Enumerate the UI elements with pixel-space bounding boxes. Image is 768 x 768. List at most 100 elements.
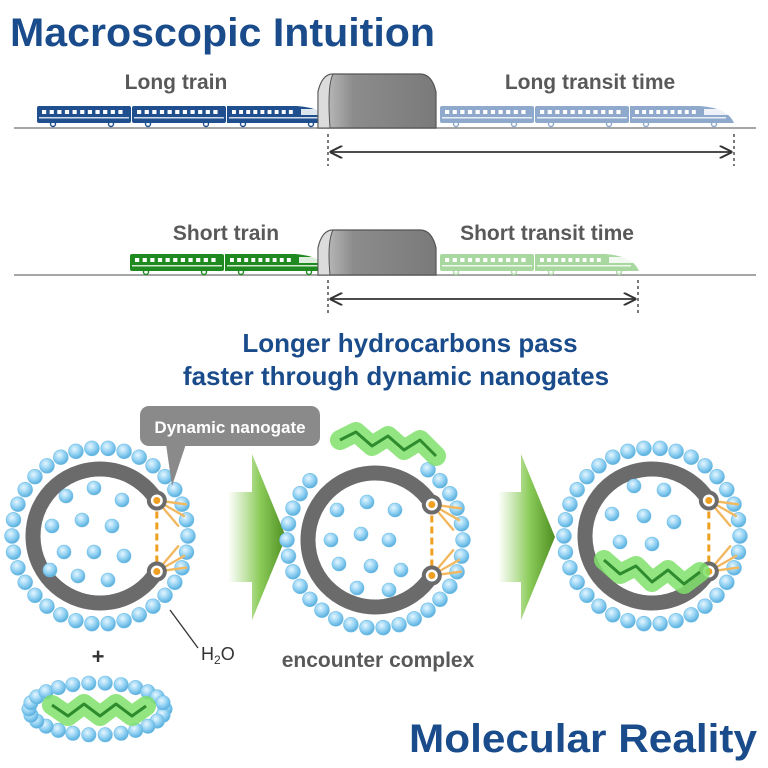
- water-molecule: [131, 449, 147, 465]
- water-molecule: [4, 528, 20, 544]
- water-molecule: [683, 449, 699, 465]
- water-molecule: [167, 574, 183, 591]
- water-molecule: [285, 564, 301, 580]
- pore-ring: [300, 465, 440, 615]
- water-molecule: [719, 574, 735, 591]
- water-molecule: [644, 536, 660, 552]
- water-molecule: [709, 469, 725, 485]
- pore-encounter-state: [279, 422, 471, 636]
- water-molecule: [381, 582, 397, 598]
- water-molecule: [652, 440, 668, 457]
- nanogate: [146, 490, 187, 582]
- water-molecule: [656, 482, 672, 498]
- water-molecule: [353, 526, 369, 542]
- water-molecule: [323, 532, 339, 548]
- short-transit-label: Short transit time: [460, 222, 634, 245]
- water-molecule: [100, 440, 116, 457]
- trainsMidLight-car-1: [440, 254, 534, 276]
- water-molecule: [329, 502, 345, 518]
- water-molecule: [302, 591, 318, 607]
- trainsMidLight-car-2: [535, 254, 639, 276]
- water-molecule: [65, 677, 81, 693]
- tunnel-bottom: [317, 229, 437, 276]
- water-molecule: [359, 494, 375, 510]
- water-molecule: [42, 562, 58, 578]
- heading-molecular: Molecular Reality: [409, 717, 758, 761]
- water-molecule: [636, 615, 652, 632]
- long-train-scenario: Long train Long transit time: [14, 71, 756, 166]
- water-molecule: [636, 440, 652, 457]
- water-label: H2O: [201, 644, 235, 667]
- water-molecule: [285, 500, 301, 516]
- water-molecule: [343, 616, 359, 633]
- hydrocarbon-chain: [339, 430, 438, 458]
- water-molecule: [591, 458, 607, 474]
- water-molecule: [626, 478, 642, 494]
- water-molecule: [387, 502, 403, 518]
- water-molecule: [591, 598, 607, 614]
- heading-macroscopic: Macroscopic Intuition: [10, 11, 435, 55]
- water-molecule: [17, 574, 33, 591]
- water-molecule: [732, 528, 748, 544]
- water-pointer: [169, 609, 199, 649]
- long-transit-label: Long transit time: [505, 71, 675, 94]
- water-molecule: [74, 512, 90, 528]
- water-molecule: [292, 485, 308, 502]
- water-molecule: [375, 619, 391, 636]
- trainsTopDark-car-3: [227, 106, 331, 128]
- water-molecule: [442, 578, 458, 595]
- water-molecule: [131, 607, 147, 623]
- water-molecule: [557, 544, 574, 560]
- water-molecule: [562, 496, 578, 512]
- water-molecule: [97, 727, 113, 743]
- water-molecule: [17, 481, 33, 498]
- water-molecule: [68, 612, 84, 629]
- water-molecule: [432, 591, 448, 607]
- water-molecule: [145, 458, 161, 474]
- water-molecule: [432, 473, 448, 489]
- statement-line-2: faster through dynamic nanogates: [183, 361, 609, 391]
- water-molecule: [579, 587, 595, 603]
- water-molecule: [697, 458, 713, 474]
- water-molecule: [292, 578, 308, 595]
- water-molecule: [314, 602, 330, 618]
- water-molecule: [569, 481, 585, 498]
- water-molecule: [604, 506, 620, 522]
- short-train-scenario: Short train Short transit time: [14, 222, 756, 314]
- water-molecule: [100, 615, 116, 632]
- water-molecule: [455, 532, 471, 548]
- water-molecule: [406, 611, 422, 627]
- water-molecule: [328, 611, 344, 627]
- water-molecule: [116, 612, 132, 629]
- water-molecule: [116, 443, 132, 460]
- short-train-dark: [130, 254, 329, 276]
- water-molecule: [697, 598, 713, 614]
- water-molecule: [84, 615, 100, 632]
- water-molecule: [420, 462, 436, 478]
- hydrocarbon-chain: [603, 558, 701, 586]
- water-molecule: [39, 598, 55, 614]
- water-molecule: [70, 568, 86, 584]
- trainsMidDark-car-1: [130, 254, 224, 276]
- water-molecule: [569, 574, 585, 591]
- water-molecule: [65, 725, 81, 741]
- tunnel-top: [317, 73, 437, 129]
- water-molecule: [58, 488, 74, 504]
- water-molecule: [157, 587, 173, 603]
- water-molecule: [5, 544, 22, 560]
- trainsMidDark-car-2: [225, 254, 329, 276]
- long-train-dark: [37, 106, 331, 128]
- water-molecule: [349, 580, 365, 596]
- water-molecule: [331, 556, 347, 572]
- transition-arrow-1: [228, 454, 286, 620]
- water-molecule: [666, 514, 682, 530]
- water-molecule: [81, 675, 97, 691]
- hydrocarbon-chain: [51, 702, 147, 718]
- solvated-hydrocarbon: [21, 675, 173, 743]
- water-molecule: [68, 443, 84, 460]
- water-molecule: [612, 534, 628, 550]
- long-train-label: Long train: [125, 71, 228, 94]
- trainsTopDark-car-1: [37, 106, 131, 128]
- water-molecule: [605, 607, 621, 623]
